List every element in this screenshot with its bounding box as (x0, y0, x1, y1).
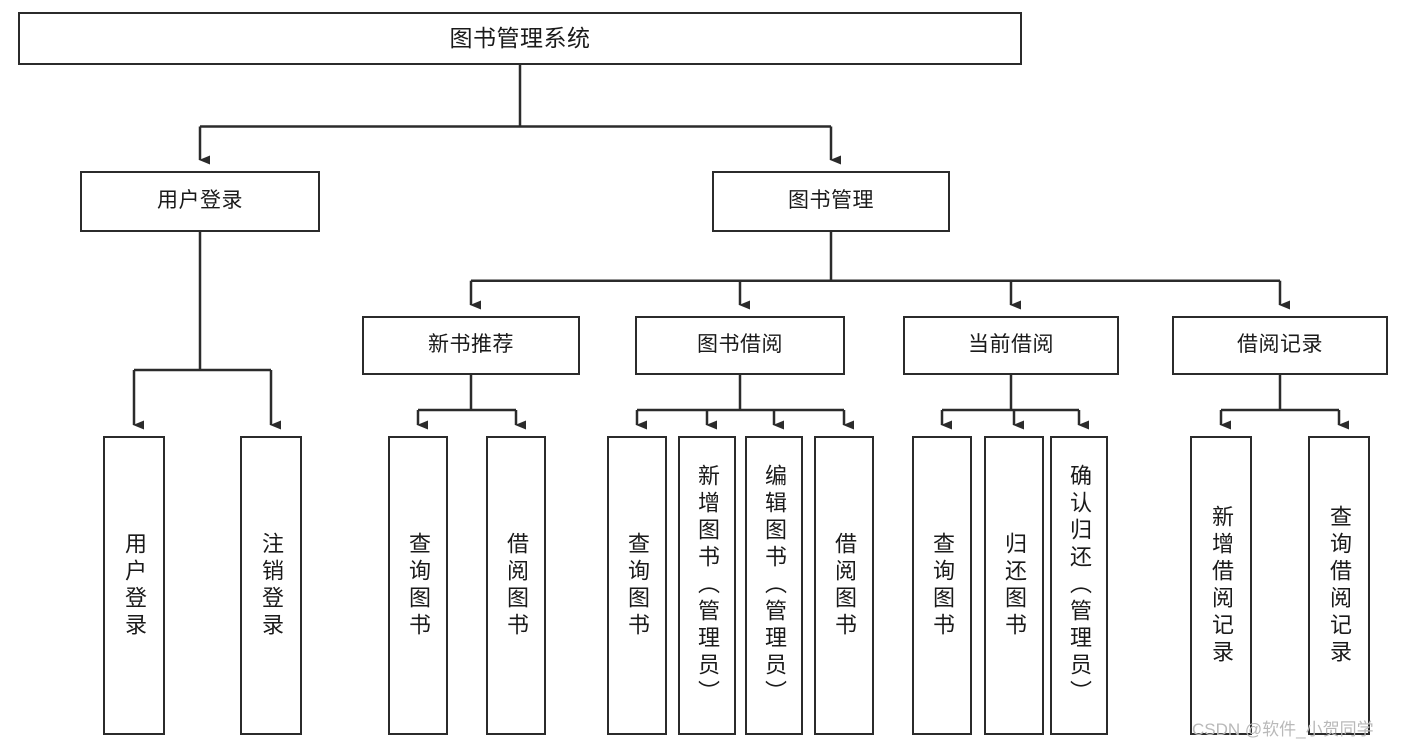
node-label-leaf-borrow-book-1: 借阅图书 (504, 531, 529, 640)
node-leaf-borrow-book-1[interactable]: 借阅图书 (486, 436, 546, 735)
node-leaf-query-book-3[interactable]: 查询图书 (912, 436, 972, 735)
node-label-root: 图书管理系统 (449, 25, 591, 52)
node-label-leaf-return-book: 归还图书 (1002, 531, 1027, 640)
node-label-leaf-add-book: 新增图书（管理员） (695, 464, 720, 707)
node-new-book-recommend[interactable]: 新书推荐 (362, 316, 580, 375)
csdn-watermark: CSDN @软件_小贺同学 (1192, 720, 1374, 739)
node-label-user-login: 用户登录 (157, 189, 243, 213)
node-label-leaf-borrow-book-2: 借阅图书 (832, 531, 857, 640)
node-label-leaf-query-book-2: 查询图书 (625, 531, 650, 640)
node-leaf-user-login[interactable]: 用户登录 (103, 436, 165, 735)
node-user-login[interactable]: 用户登录 (80, 171, 320, 232)
node-leaf-add-record[interactable]: 新增借阅记录 (1190, 436, 1252, 735)
node-leaf-borrow-book-2[interactable]: 借阅图书 (814, 436, 874, 735)
node-leaf-query-book-2[interactable]: 查询图书 (607, 436, 667, 735)
node-label-leaf-query-book-1: 查询图书 (406, 531, 431, 640)
node-leaf-add-book[interactable]: 新增图书（管理员） (678, 436, 736, 735)
node-label-leaf-edit-book: 编辑图书（管理员） (762, 464, 787, 707)
node-root[interactable]: 图书管理系统 (18, 12, 1022, 65)
node-label-leaf-user-login: 用户登录 (122, 531, 147, 640)
node-leaf-return-book[interactable]: 归还图书 (984, 436, 1044, 735)
node-leaf-confirm-return[interactable]: 确认归还（管理员） (1050, 436, 1108, 735)
node-book-borrow[interactable]: 图书借阅 (635, 316, 845, 375)
node-label-book-borrow: 图书借阅 (697, 333, 783, 357)
node-label-leaf-confirm-return: 确认归还（管理员） (1067, 464, 1092, 707)
node-book-manage[interactable]: 图书管理 (712, 171, 950, 232)
node-current-borrow[interactable]: 当前借阅 (903, 316, 1119, 375)
node-label-leaf-query-record: 查询借阅记录 (1327, 504, 1352, 667)
node-borrow-record[interactable]: 借阅记录 (1172, 316, 1388, 375)
node-leaf-query-book-1[interactable]: 查询图书 (388, 436, 448, 735)
node-label-new-book-recommend: 新书推荐 (428, 333, 514, 357)
node-label-book-manage: 图书管理 (788, 189, 874, 213)
node-leaf-edit-book[interactable]: 编辑图书（管理员） (745, 436, 803, 735)
node-label-leaf-add-record: 新增借阅记录 (1209, 504, 1234, 667)
node-leaf-query-record[interactable]: 查询借阅记录 (1308, 436, 1370, 735)
node-label-borrow-record: 借阅记录 (1237, 333, 1323, 357)
node-label-current-borrow: 当前借阅 (968, 333, 1054, 357)
node-label-leaf-logout: 注销登录 (259, 531, 284, 640)
node-leaf-logout[interactable]: 注销登录 (240, 436, 302, 735)
node-label-leaf-query-book-3: 查询图书 (930, 531, 955, 640)
